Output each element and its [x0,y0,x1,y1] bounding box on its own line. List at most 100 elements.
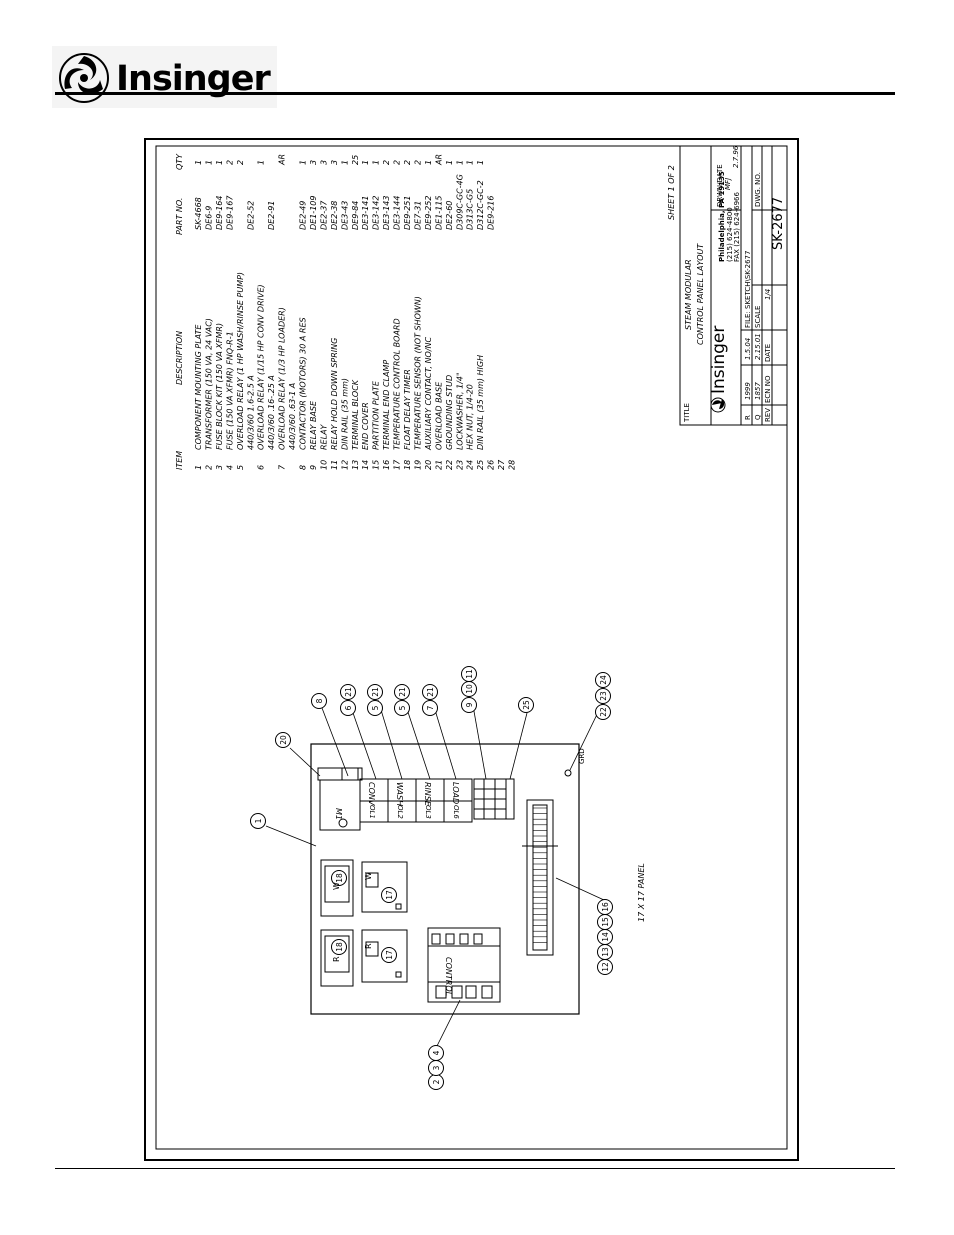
bom-part: D313C-G5 [466,189,475,230]
float-timer-r [320,929,354,987]
bom-qty: 1 [340,160,349,165]
bom-item: 3 [215,465,224,470]
bom-item: 12 [340,460,349,470]
outer-border [144,138,799,1161]
bom-qty: 3 [319,160,328,165]
bom-desc: RELAY [319,423,328,450]
bill-of-materials: ITEM DESCRIPTION PART NO. QTY 1COMPONENT… [175,153,517,470]
bom-qty: 2 [413,160,422,165]
callout-c5a: 5 [367,700,383,716]
bom-item: 17 [393,459,402,470]
bom-item: 19 [413,460,422,470]
bom-qty: 1 [372,160,381,165]
bom-item: 16 [382,460,391,470]
callout-number: 21 [371,687,380,697]
callout-c1: 1 [250,813,266,829]
bom-item: 15 [372,460,381,470]
callout-number: 5 [371,705,380,710]
bom-qty: 1 [476,160,485,165]
bom-part: DE9-252 [424,196,433,230]
relay-label: LOAD [451,782,460,804]
bom-item: 8 [299,465,308,470]
bom-qty: 2 [236,160,245,165]
bom-item: 10 [319,460,328,470]
bom-item: 11 [330,460,339,470]
bom-desc: AUXILIARY CONTACT, NO/NC [424,336,433,451]
rev-1-date: 1.5.04 [744,338,752,360]
header-rule [55,92,895,95]
callout-c16: 16 [597,899,613,915]
scale-value: 1/4 [764,289,772,300]
callout-c15: 15 [597,914,613,930]
callout-number: 4 [432,1050,441,1055]
bom-qty: 1 [361,160,370,165]
bom-desc: TRANSFORMER (150 VA, 24 VAC) [204,318,213,450]
callout-c18a: 18 [331,870,347,886]
relay-label: RINSE [423,782,432,807]
bom-desc: 440/3/60 .63-1 A [288,383,297,450]
callout-number: 25 [522,700,531,710]
callout-number: 20 [279,735,288,745]
footer-rule [55,1168,895,1169]
callout-number: 13 [601,947,610,957]
drawn-date: 2.7.96 [732,145,740,168]
bom-qty: 1 [204,160,213,165]
overload-label: OL6 [452,805,460,819]
bom-item: 20 [424,460,433,470]
component-letter: W [332,882,341,890]
callout-c21a: 21 [340,684,356,700]
company-address: Philadelphia, PA 19135 [718,171,726,262]
callout-number: 2 [432,1079,441,1084]
relay-label: CONV [367,782,376,806]
callout-c14: 14 [597,929,613,945]
bom-item: 27 [497,459,506,470]
bom-desc: TERMINAL END CLAMP [382,360,391,450]
bom-qty: 2 [403,160,412,165]
callout-number: 6 [344,705,353,710]
transformer: CONTROL [427,927,501,1003]
callout-c12: 12 [597,959,613,975]
leader-lines [265,699,605,1049]
bom-qty: 1 [215,160,224,165]
dwg-number: SK-2677 [771,197,786,250]
bom-qty: 1 [257,160,266,165]
bom-qty: 2 [225,160,234,165]
bom-desc: RELAY HOLD DOWN SPRING [330,338,339,450]
bom-part: DE2-52 [246,201,255,230]
panel-size-label: 17 X 17 PANEL [637,863,646,922]
transformer-label: CONTROL [444,957,453,996]
bom-item: 28 [508,460,517,470]
bom-qty: 25 [351,155,360,165]
bom-desc: PARTITION PLATE [372,380,381,450]
callout-number: 22 [599,707,608,717]
contactor-label: M1 [334,808,343,820]
bom-item: 13 [351,460,360,470]
bom-part: DE3-143 [382,196,391,230]
bom-desc: OVERLOAD RELAY (1 HP WASH/RINSE PUMP) [236,272,245,450]
scale-label: SCALE [754,306,762,328]
bom-desc: 440/3/60 .16-.25 A [267,375,276,450]
callout-number: 14 [601,932,610,942]
bom-qty: 1 [455,160,464,165]
callout-number: 21 [344,687,353,697]
bom-header-qty: QTY [175,153,184,170]
contactor-m1: M1 [317,767,363,831]
callout-number: 11 [465,669,474,679]
callout-c4: 4 [428,1045,444,1061]
component-letter: W [364,872,373,880]
bom-header-item: ITEM [175,451,184,470]
bom-item: 6 [257,465,266,470]
title-line2: CONTROL PANEL LAYOUT [696,243,705,345]
relay-bases [473,778,515,820]
bom-qty: 1 [445,160,454,165]
rev-2-rev: Q [754,414,762,420]
bom-part: DE9-251 [403,196,412,230]
bom-part: DE6-9 [204,206,213,230]
